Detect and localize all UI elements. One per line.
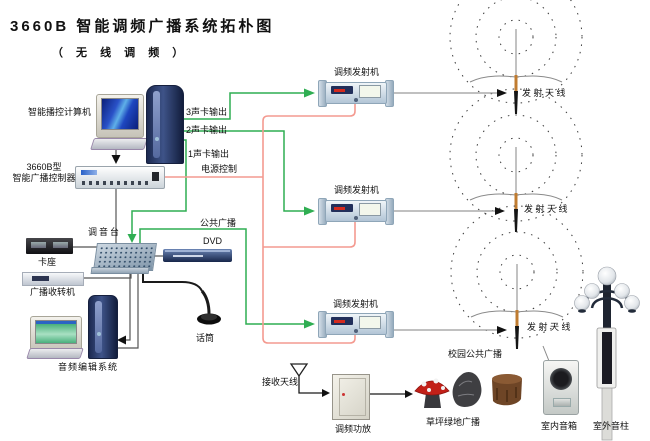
wire-feed-antenna-2 [394,207,505,215]
label-outdoor-column: 室外音柱 [593,421,630,431]
speaker-grill [550,368,572,390]
controller-buttons [82,181,152,185]
dvd-player [163,249,232,262]
label-campus-broadcast: 校园公共广播 [448,349,503,359]
wire-soundcard2-output [182,130,315,216]
label-lawn-speaker: 草坪绿地广播 [426,417,481,427]
audio-editing-keyboard [26,348,84,359]
label-cassette: 卡座 [38,257,57,267]
label-antenna-2: 发 射 天 线 [524,204,568,214]
label-microphone: 话筒 [196,333,215,343]
control-computer-keyboard [90,138,148,150]
control-computer-monitor [96,94,144,138]
speaker-slot [553,398,571,407]
fm-transmitter-2 [318,198,394,225]
label-soundcard3: 3声卡输出 [186,107,228,117]
controller-logo [81,170,97,175]
label-indoor-speaker: 室内音箱 [541,421,578,431]
wire-feed-antenna-3 [394,326,507,334]
label-control-computer: 智能播控计算机 [28,107,92,117]
mixer-console [93,243,157,271]
wire-power-control [163,104,356,344]
mushroom-speaker [414,378,450,408]
monitor-screen [101,98,139,130]
label-mixer: 调音台 [88,227,122,237]
page-subtitle: （ 无 线 调 频 ） [52,47,189,59]
fm-amplifier [332,374,370,420]
label-receive-antenna: 接收天线 [262,377,299,387]
label-receiver: 广播收转机 [30,287,76,297]
label-controller: 3660B型 智能广播控制器 [12,162,76,185]
wire-soundcard1-output [127,139,187,243]
indoor-speaker-antenna [542,345,550,362]
audio-editing-monitor [30,316,82,352]
mixer-knobs [96,246,154,268]
indoor-speaker [543,360,579,415]
broadcast-controller [75,166,165,189]
control-computer-tower [146,85,184,164]
wire-soundcard3-output [182,88,315,120]
label-public-broadcast: 公共广播 [200,218,237,228]
wire-public-broadcast [139,228,315,329]
label-transmitter-3: 调频发射机 [333,299,379,309]
fm-transmitter-1 [318,80,394,107]
label-dvd: DVD [203,236,223,246]
wire-feed-antenna-1 [394,89,507,97]
audio-editing-tower [88,295,118,359]
label-transmitter-1: 调频发射机 [334,67,380,77]
label-amplifier: 调频功放 [335,424,372,434]
radio-receiver [22,272,84,286]
label-transmitter-2: 调频发射机 [334,185,380,195]
fm-transmitter-3 [318,311,394,338]
controller-display [152,172,159,181]
label-antenna-3: 发 射 天 线 [527,322,571,332]
wire-amplifier-to-speakers [369,390,413,398]
receive-antenna [289,363,330,397]
rock-speaker [452,371,482,407]
label-antenna-1: 发 射 天 线 [522,88,566,98]
editing-screen [35,320,77,344]
label-power-control: 电源控制 [201,164,238,174]
label-audio-editing: 音频编辑系统 [58,362,119,372]
page-title: 3660B 智能调频广播系统拓朴图 [10,18,275,35]
label-soundcard1: 1声卡输出 [188,149,230,159]
label-soundcard2: 2声卡输出 [186,125,228,135]
label-controller-line2: 智能广播控制器 [12,173,76,184]
stump-speaker [492,374,522,406]
label-controller-line1: 3660B型 [26,162,62,172]
outdoor-sound-column [574,266,640,441]
cassette-deck [26,238,73,254]
microphone [142,263,221,325]
